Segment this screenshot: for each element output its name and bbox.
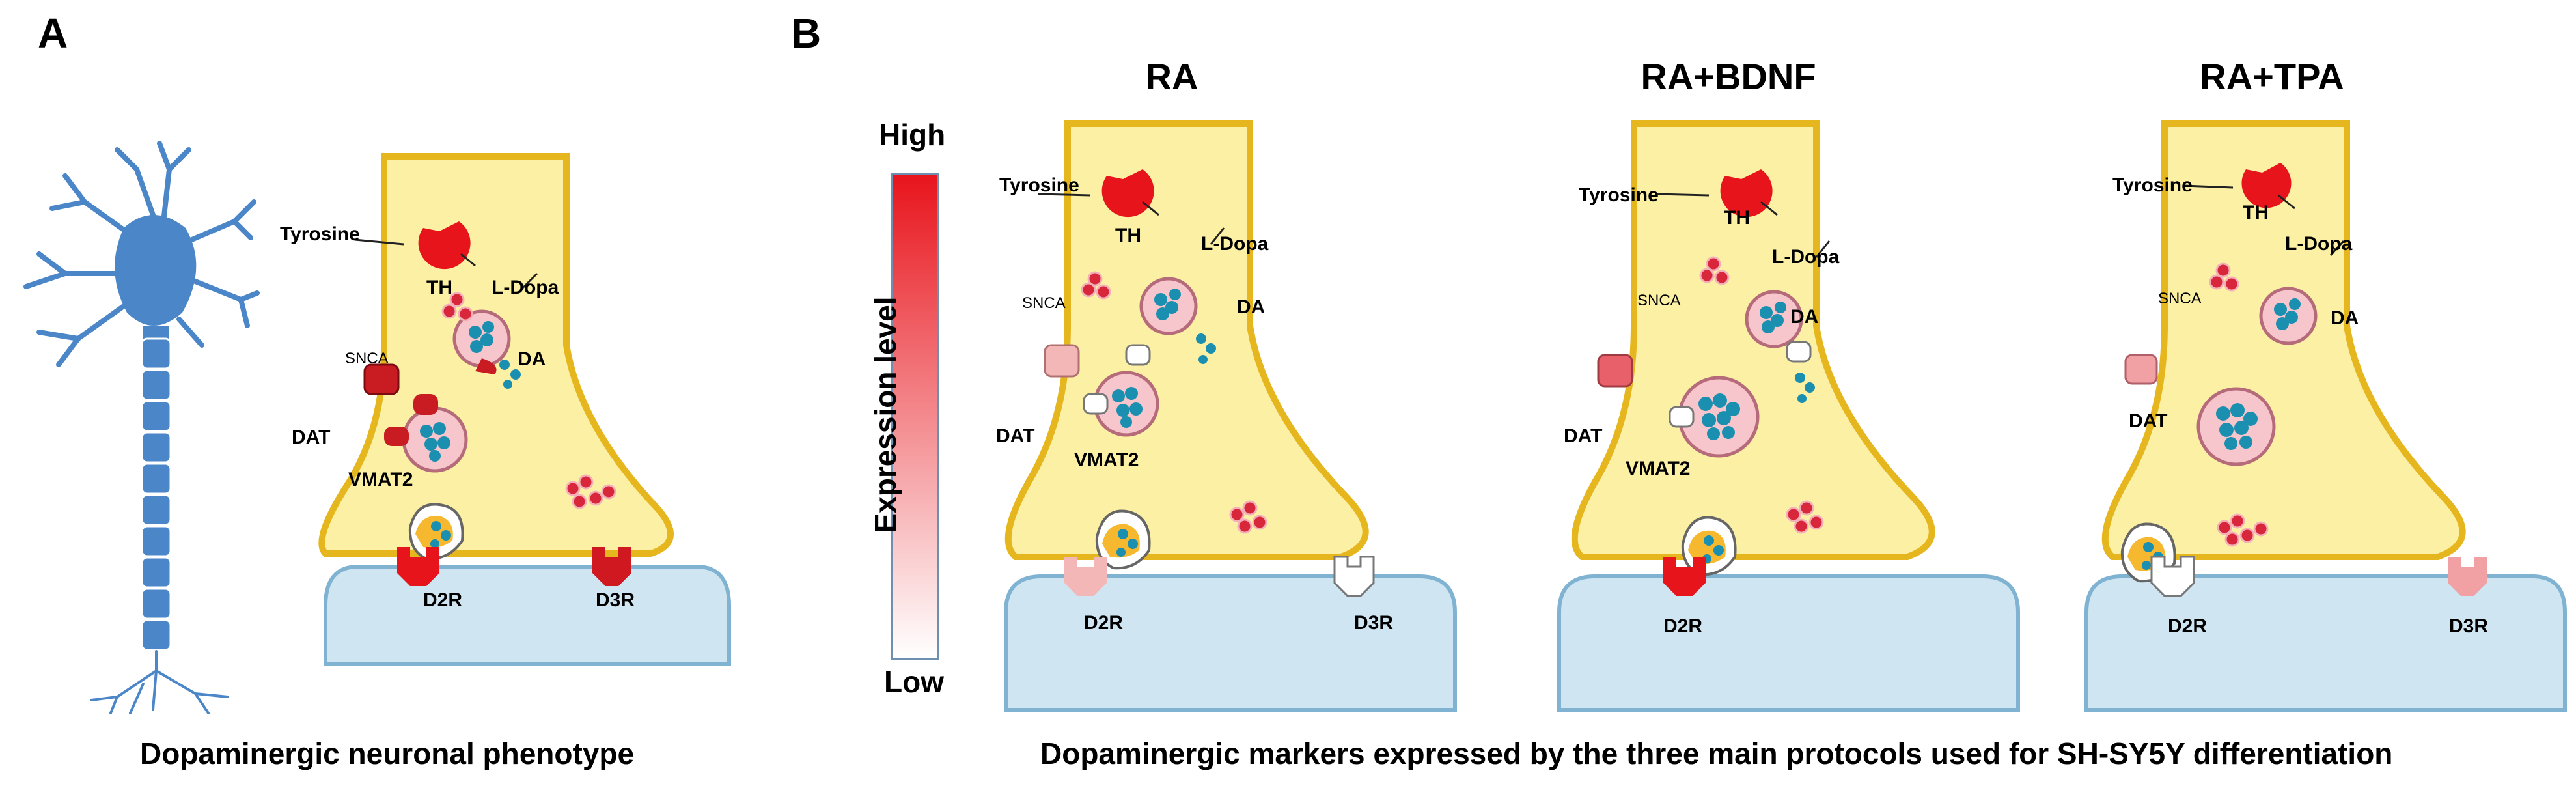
panel-a-d3r-label: D3R — [596, 589, 635, 611]
ra-bdnf-tyrosine-label: Tyrosine — [1579, 184, 1659, 206]
ra-tpa-d2r-label: D2R — [2168, 615, 2208, 637]
ra-bdnf-snca-label: SNCA — [1637, 292, 1681, 309]
ra-tpa-d3r-label: D3R — [2449, 615, 2489, 637]
ra-d2r-label: D2R — [1084, 612, 1124, 634]
condition-title-ra-bdnf: RA+BDNF — [1641, 56, 1816, 97]
ra-bdnf-da-label: DA — [1790, 306, 1819, 328]
ra-tyrosine-label: Tyrosine — [999, 175, 1079, 196]
ra-bdnf-dat-label: DAT — [1564, 425, 1603, 447]
ra-bdnf-synapse — [1557, 120, 2020, 712]
ra-d3r-label: D3R — [1354, 612, 1394, 634]
neuron-illustration — [23, 141, 260, 714]
condition-title-ra-tpa: RA+TPA — [2200, 56, 2344, 97]
scale-title: Expression level — [868, 296, 902, 533]
condition-title-ra: RA — [1145, 56, 1198, 97]
ra-tpa-dat-label: DAT — [2129, 410, 2168, 432]
ra-synapse — [1004, 120, 1457, 712]
ra-dat-label: DAT — [996, 425, 1035, 447]
ra-tpa-synapse — [2084, 120, 2567, 712]
panel-a-ldopa-label: L-Dopa — [492, 277, 559, 298]
panel-a-da-label: DA — [518, 348, 546, 370]
ra-tpa-ldopa-label: L-Dopa — [2285, 233, 2353, 255]
ra-bdnf-ldopa-label: L-Dopa — [1772, 246, 1840, 268]
ra-ldopa-label: L-Dopa — [1201, 233, 1269, 255]
ra-tpa-tyrosine-label: Tyrosine — [2112, 175, 2193, 196]
scale-low-label: Low — [884, 665, 944, 699]
panel-a-caption: Dopaminergic neuronal phenotype — [140, 737, 635, 770]
panel-a-synapse — [318, 153, 731, 666]
ra-snca-label: SNCA — [1022, 294, 1066, 312]
panel-a-th-label: TH — [426, 277, 452, 298]
ra-bdnf-th-label: TH — [1724, 207, 1750, 229]
panel-a-vmat2-label: VMAT2 — [348, 469, 413, 490]
panel-a-tyrosine-label: Tyrosine — [280, 223, 360, 245]
ra-vmat2-label: VMAT2 — [1074, 449, 1139, 471]
panel-a-d2r-label: D2R — [423, 589, 463, 611]
ra-tpa-th-label: TH — [2243, 202, 2269, 223]
expression-scale-bar — [891, 173, 939, 660]
panel-a-letter: A — [38, 10, 68, 57]
panel-a-dat-label: DAT — [292, 427, 331, 448]
ra-th-label: TH — [1115, 225, 1141, 246]
ra-tpa-da-label: DA — [2331, 307, 2359, 329]
ra-bdnf-vmat2-label: VMAT2 — [1626, 458, 1691, 479]
ra-tpa-snca-label: SNCA — [2158, 290, 2202, 307]
ra-bdnf-d2r-label: D2R — [1663, 615, 1703, 637]
panel-a-snca-label: SNCA — [345, 350, 389, 367]
scale-high-label: High — [879, 118, 946, 152]
panel-b-caption: Dopaminergic markers expressed by the th… — [1040, 737, 2393, 770]
panel-b-letter: B — [791, 10, 822, 57]
ra-da-label: DA — [1237, 296, 1266, 318]
